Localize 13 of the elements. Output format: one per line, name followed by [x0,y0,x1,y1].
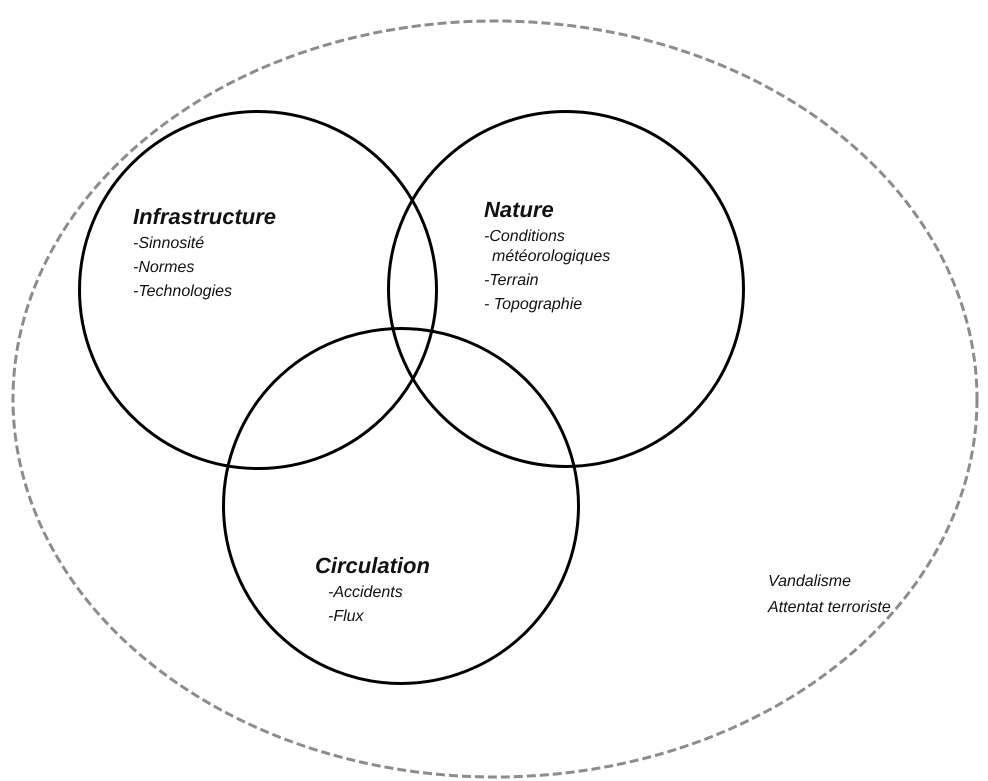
list-item: -Normes [133,258,194,278]
list-item: -Flux [328,607,364,627]
note-text: Vandalisme [768,572,852,592]
list-item: -Conditions météorologiques [484,227,612,267]
note-text: Attentat terroriste [768,598,891,618]
list-item: -Accidents [328,583,403,603]
category-heading: Infrastructure [133,204,276,230]
category-heading: Nature [484,197,554,223]
list-item: -Technologies [133,282,232,302]
list-item: -Sinnosité [133,234,204,254]
list-item: -Terrain [484,271,539,291]
list-item: - Topographie [484,295,582,315]
category-heading: Circulation [315,553,430,579]
